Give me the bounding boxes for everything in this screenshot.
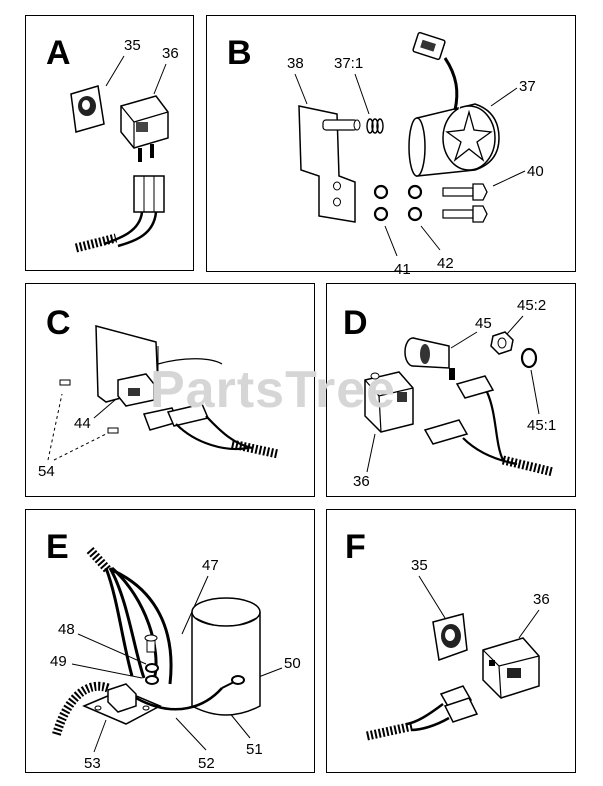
callout-53: 53	[84, 755, 101, 772]
panel-e-drawing	[51, 546, 283, 753]
panel-d: D 45 45:2 45:1 36	[326, 283, 576, 497]
panel-e: E 47 48 49 50 51 52 53	[25, 509, 315, 773]
panel-d-drawing	[364, 315, 555, 477]
panel-c: C 44 54	[25, 283, 315, 497]
callout-51: 51	[246, 741, 263, 758]
panel-e-title: E	[46, 528, 69, 566]
callout-47: 47	[202, 557, 219, 574]
alarm-drawing	[408, 31, 500, 177]
callout-52: 52	[198, 755, 215, 772]
grommet-drawing	[70, 85, 105, 133]
washers-drawing	[373, 184, 423, 222]
callout-35-f: 35	[411, 557, 428, 574]
callout-38: 38	[287, 55, 304, 72]
watermark: PartsTree	[150, 361, 397, 419]
harness-drawing	[74, 175, 165, 253]
callout-35-a: 35	[124, 37, 141, 54]
callout-45: 45	[475, 315, 492, 332]
washers-e-drawing	[145, 663, 159, 685]
grommet-f-drawing	[432, 613, 468, 662]
spring-drawing	[366, 118, 384, 134]
harness-f-drawing	[366, 685, 479, 741]
switch-drawing	[120, 95, 169, 162]
screws-drawing	[59, 379, 119, 434]
panel-f: F 35 36	[326, 509, 576, 773]
bolts-drawing	[442, 183, 488, 223]
callout-36-d: 36	[353, 473, 370, 490]
panel-b-title: B	[227, 34, 252, 72]
callout-42: 42	[437, 255, 454, 272]
connectors-d-drawing	[423, 375, 555, 477]
callout-41: 41	[394, 261, 411, 278]
ground-wire-drawing	[135, 675, 245, 711]
panel-f-title: F	[345, 528, 366, 566]
callout-49: 49	[50, 653, 67, 670]
indicator-drawing	[404, 337, 455, 380]
panel-a-title: A	[46, 34, 71, 72]
washer-d-drawing	[520, 347, 538, 369]
panel-f-drawing	[366, 575, 540, 741]
panel-a: A 35 36	[25, 15, 194, 271]
panel-a-drawing	[70, 55, 169, 253]
callout-50: 50	[284, 655, 301, 672]
nut-drawing	[490, 331, 514, 355]
callout-54: 54	[38, 463, 55, 480]
callout-37-1: 37:1	[334, 55, 364, 72]
callout-37: 37	[519, 78, 536, 95]
switch-d-drawing	[364, 371, 414, 433]
callout-36-a: 36	[162, 45, 179, 62]
side-harness-drawing	[51, 681, 110, 738]
panel-c-title: C	[46, 304, 71, 342]
panel-d-title: D	[343, 304, 368, 342]
bolt-47-drawing	[144, 634, 158, 653]
callout-45-1: 45:1	[527, 417, 557, 434]
panel-c-drawing	[47, 325, 279, 461]
harness-c-drawing	[142, 403, 279, 459]
horn-drawing	[191, 597, 261, 716]
callout-40: 40	[527, 163, 544, 180]
relay-drawing	[82, 683, 162, 725]
callout-45-2: 45:2	[517, 297, 547, 314]
wire-bundle-drawing	[86, 546, 173, 685]
callout-44: 44	[74, 415, 91, 432]
callout-48: 48	[58, 621, 75, 638]
callout-36-f: 36	[533, 591, 550, 608]
switch-f-drawing	[482, 637, 540, 699]
bracket-drawing	[298, 105, 361, 223]
panel-b-drawing	[294, 31, 526, 257]
switch-44-drawing	[117, 373, 155, 407]
panel-b: B 38 37:1 37 40 41 42	[206, 15, 576, 277]
